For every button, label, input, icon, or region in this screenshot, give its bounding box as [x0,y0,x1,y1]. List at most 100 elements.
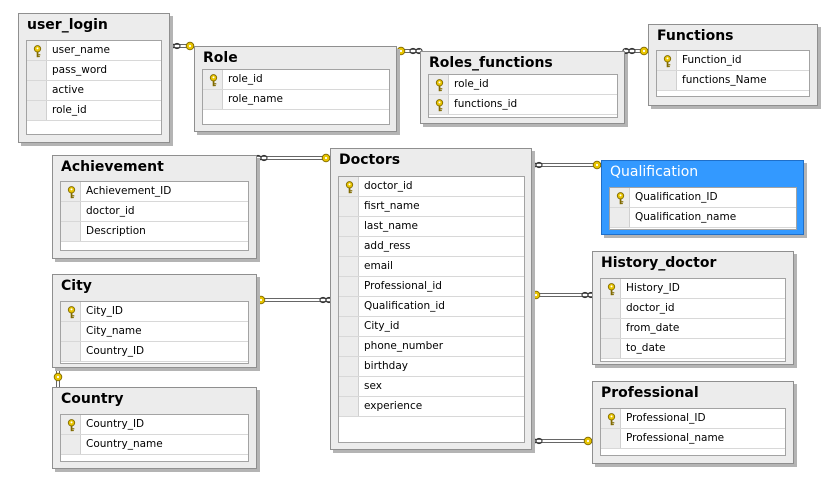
row-selector[interactable] [339,257,359,276]
row-selector[interactable] [339,397,359,416]
column-row[interactable]: role_name [203,90,389,110]
column-name: active [52,84,84,96]
row-selector[interactable] [27,101,47,120]
column-row[interactable]: Professional_ID [601,409,785,429]
column-row[interactable]: experience [339,397,524,417]
column-row[interactable]: Professional_id [339,277,524,297]
column-name: role_name [228,93,283,105]
row-selector[interactable] [61,222,81,241]
row-selector[interactable] [601,319,621,338]
column-row[interactable]: City_name [61,322,248,342]
row-selector[interactable] [339,197,359,216]
row-selector[interactable] [339,277,359,296]
column-row[interactable]: active [27,81,161,101]
column-row[interactable]: Description [61,222,248,242]
row-selector[interactable] [601,339,621,358]
row-selector[interactable] [339,317,359,336]
column-row[interactable]: birthday [339,357,524,377]
column-row[interactable]: History_ID [601,279,785,299]
row-selector[interactable] [601,279,621,298]
row-selector[interactable] [339,237,359,256]
column-row[interactable]: doctor_id [601,299,785,319]
column-row[interactable]: user_name [27,41,161,61]
row-selector[interactable] [203,70,223,89]
row-selector[interactable] [601,299,621,318]
row-selector[interactable] [339,217,359,236]
column-name: Country_name [86,438,163,450]
row-selector[interactable] [610,188,630,207]
row-selector[interactable] [61,342,81,361]
column-row[interactable]: sex [339,377,524,397]
column-name: functions_id [454,98,518,110]
column-row[interactable]: Country_ID [61,342,248,362]
column-row[interactable]: Country_ID [61,415,248,435]
column-row[interactable]: role_id [429,75,617,95]
column-row[interactable]: Qualification_id [339,297,524,317]
column-row[interactable]: last_name [339,217,524,237]
row-selector[interactable] [610,208,630,227]
column-row[interactable]: from_date [601,319,785,339]
row-selector[interactable] [429,95,449,114]
column-row[interactable]: Achievement_ID [61,182,248,202]
row-selector[interactable] [657,71,677,90]
row-selector[interactable] [601,429,621,448]
column-name: City_id [364,320,400,332]
column-row[interactable]: doctor_id [61,202,248,222]
column-row[interactable]: Qualification_name [610,208,796,228]
column-row[interactable]: doctor_id [339,177,524,197]
row-selector[interactable] [27,61,47,80]
row-selector[interactable] [61,182,81,201]
row-selector[interactable] [61,435,81,454]
column-row[interactable]: role_id [27,101,161,121]
row-selector[interactable] [61,415,81,434]
row-selector[interactable] [27,41,47,60]
column-name: functions_Name [682,74,767,86]
row-selector[interactable] [339,377,359,396]
column-name: sex [364,380,382,392]
column-name: Qualification_id [364,300,445,312]
row-selector[interactable] [339,177,359,196]
row-selector[interactable] [203,90,223,109]
column-row[interactable]: functions_Name [657,71,809,91]
column-row[interactable]: email [339,257,524,277]
column-row[interactable]: Qualification_ID [610,188,796,208]
row-selector[interactable] [61,322,81,341]
row-selector[interactable] [429,75,449,94]
column-row[interactable]: functions_id [429,95,617,115]
column-row[interactable]: City_ID [61,302,248,322]
column-row[interactable]: to_date [601,339,785,359]
row-selector[interactable] [339,297,359,316]
table-country[interactable]: Country Country_ID Country_name [52,387,257,469]
row-selector[interactable] [339,337,359,356]
column-row[interactable]: fisrt_name [339,197,524,217]
column-row[interactable]: add_ress [339,237,524,257]
row-selector[interactable] [601,409,621,428]
column-row[interactable]: phone_number [339,337,524,357]
row-selector[interactable] [657,51,677,70]
row-selector[interactable] [339,357,359,376]
table-title: Country [61,391,124,407]
column-row[interactable]: pass_word [27,61,161,81]
column-row[interactable]: Country_name [61,435,248,455]
column-name: Qualification_name [635,211,737,223]
column-row[interactable]: Professional_name [601,429,785,449]
many-end-icon [173,42,181,50]
column-row[interactable]: role_id [203,70,389,90]
column-name: Country_ID [86,418,145,430]
row-selector[interactable] [27,81,47,100]
row-selector[interactable] [61,302,81,321]
many-end-icon [628,47,636,55]
row-selector[interactable] [61,202,81,221]
column-row[interactable]: Function_id [657,51,809,71]
column-row[interactable]: City_id [339,317,524,337]
